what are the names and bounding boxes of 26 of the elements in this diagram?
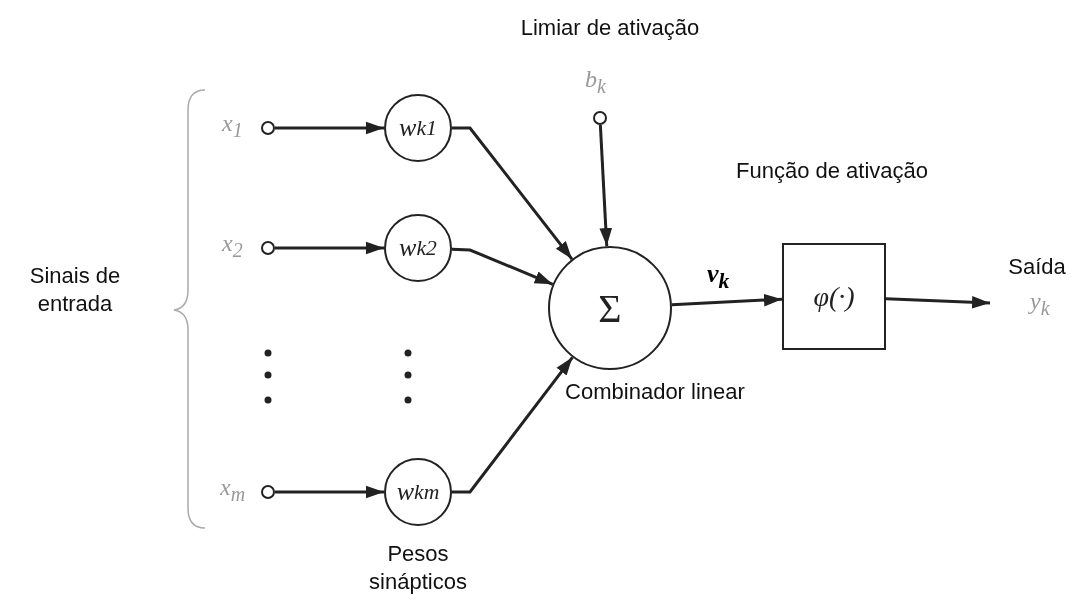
- output-label: Saída: [1007, 253, 1067, 281]
- output-symbol: y$_{k}$: [1030, 288, 1050, 320]
- caption: Limiar de ativação: [519, 14, 701, 42]
- arrow: [671, 293, 783, 307]
- arrow: [275, 241, 384, 255]
- input-terminal: [261, 241, 275, 255]
- activation-function-box: φ(·): [782, 243, 886, 350]
- bias-label: b$_{k}$: [585, 66, 606, 98]
- arrow: [452, 126, 574, 260]
- caption: Pesos sinápticos: [368, 540, 468, 595]
- input-terminal: [261, 121, 275, 135]
- input-terminal: [261, 485, 275, 499]
- input-label: x$_{1}$: [222, 110, 243, 142]
- summing-junction: Σ: [548, 246, 672, 370]
- input-label: x$_{m}$: [220, 474, 246, 506]
- arrow: [451, 247, 554, 286]
- block-caption: Função de ativação: [735, 157, 929, 185]
- arrow: [598, 124, 613, 247]
- bias-terminal: [593, 111, 607, 125]
- arrow: [275, 485, 384, 499]
- input-label: x$_{2}$: [222, 230, 243, 262]
- arrow: [885, 295, 991, 309]
- arrow: [452, 356, 574, 494]
- caption: Sinais de entrada: [28, 262, 122, 317]
- arrow: [275, 121, 384, 135]
- block-caption: Combinador linear: [564, 378, 746, 406]
